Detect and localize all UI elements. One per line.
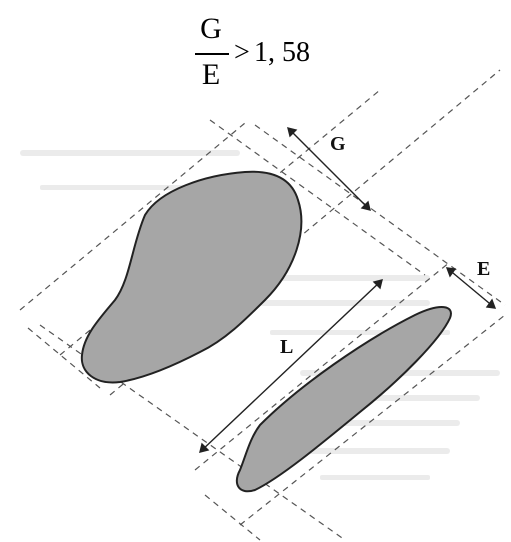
arrowhead [445,267,457,278]
arrowhead [485,298,497,309]
formula-relation: > [234,37,250,68]
ratio-formula: G E > 1, 58 [190,10,330,100]
arrowhead [360,200,371,211]
label-l: L [280,336,293,358]
rounded-particle [80,170,303,384]
guide-line [27,327,101,389]
dimension-line-l [199,279,383,453]
guide-line [239,314,506,526]
background-texture [20,150,500,480]
arrowhead [287,127,298,138]
guide-line [204,494,261,541]
guide-line [254,124,506,306]
guide-line [39,324,346,541]
dimension-line-e [446,267,496,309]
dimension-line-g [287,127,371,211]
guide-line [19,122,246,311]
formula-numerator: G [200,12,222,45]
guide-line [209,119,426,276]
guide-line [109,69,501,396]
formula-denominator: E [201,58,221,91]
dimension-lines [199,127,497,453]
fraction-bar [195,53,229,55]
label-g: G [330,133,346,155]
formula-value: 1, 58 [254,37,310,68]
label-e: E [477,258,490,280]
arrowhead [372,279,383,290]
elongated-particle [235,306,452,493]
arrowhead [199,442,210,453]
